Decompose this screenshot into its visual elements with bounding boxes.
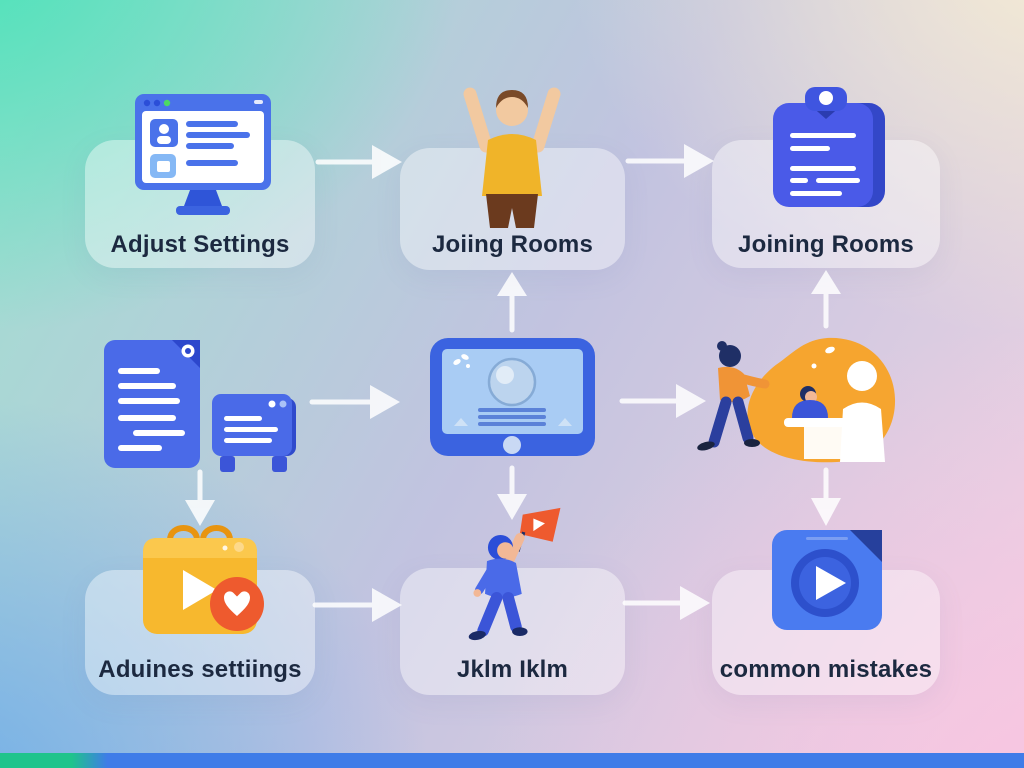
label-adjust-settings: Adjust Settings bbox=[110, 231, 290, 258]
label-aduines-settiings: Aduines settiings bbox=[98, 656, 302, 683]
person-flag-icon bbox=[450, 505, 580, 650]
video-file-icon bbox=[770, 528, 885, 633]
arrow-midright-to-bottomright bbox=[811, 467, 841, 526]
arrow-topcenter-to-topright bbox=[625, 144, 714, 178]
cheering-person-icon bbox=[452, 78, 572, 233]
label-joiing-rooms: Joiing Rooms bbox=[431, 231, 594, 258]
clipboard-icon bbox=[760, 85, 895, 215]
label-jklm-iklm: Jklm Iklm bbox=[456, 656, 569, 683]
arrow-midcenter-to-topcenter bbox=[497, 272, 527, 333]
settings-monitor-icon bbox=[128, 92, 278, 217]
documents-icon bbox=[100, 336, 300, 476]
people-collaboration-icon bbox=[692, 334, 907, 469]
tablet-screen-icon bbox=[430, 338, 595, 463]
label-joining-rooms: Joining Rooms bbox=[738, 231, 914, 258]
shopping-bag-play-icon bbox=[125, 512, 275, 642]
arrow-midright-to-topright bbox=[811, 270, 841, 329]
arrow-bottomleft-to-bottomcenter bbox=[312, 588, 402, 622]
label-common-mistakes: common mistakes bbox=[719, 656, 933, 683]
arrow-bottomcenter-to-bottomright bbox=[622, 586, 710, 620]
arrow-topleft-to-topcenter bbox=[315, 145, 402, 179]
arrow-midleft-to-midcenter bbox=[309, 385, 400, 419]
bottom-edge-strip bbox=[0, 753, 1024, 768]
